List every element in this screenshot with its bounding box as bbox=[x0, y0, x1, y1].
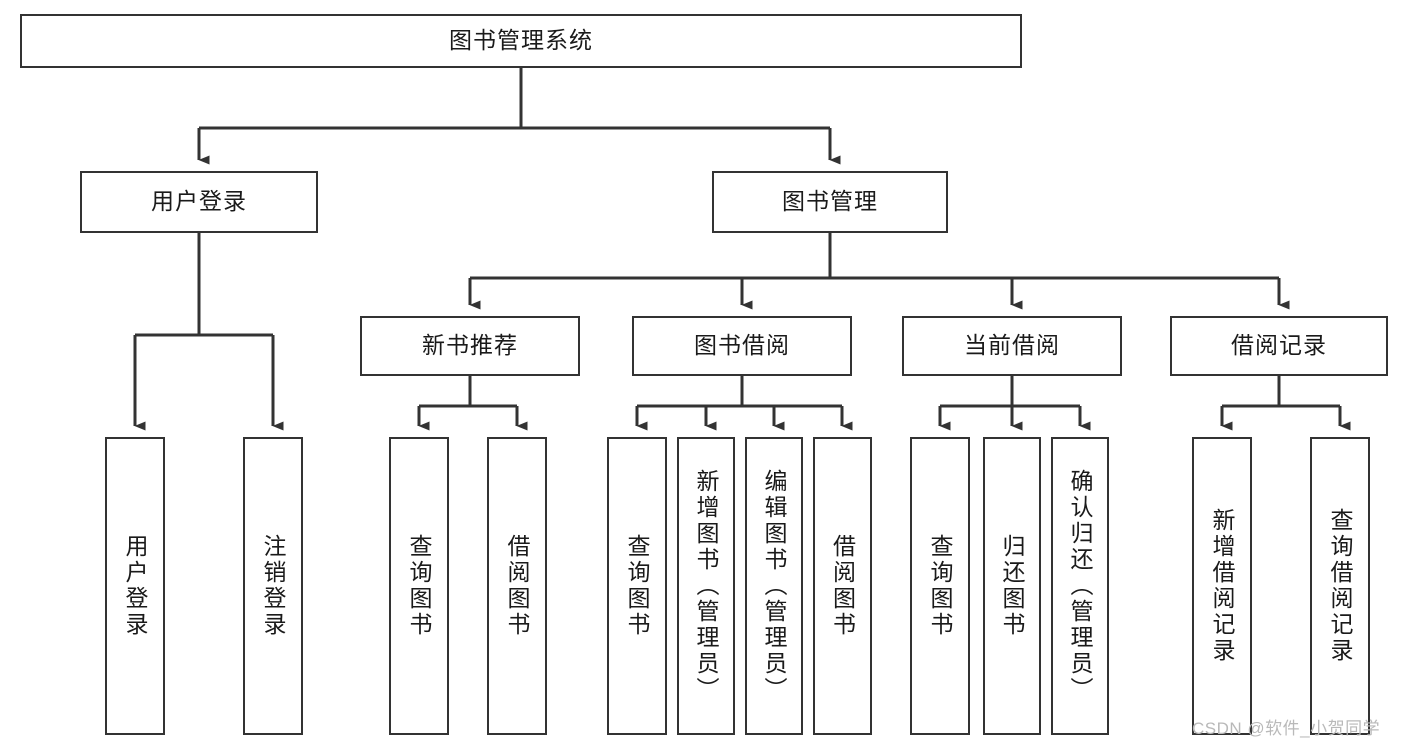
leaf-leaf-edit-book[interactable]: 编辑图书（管理员） bbox=[745, 437, 803, 735]
leaf-leaf-confirm-return[interactable]: 确认归还（管理员） bbox=[1051, 437, 1109, 735]
leaf-leaf-query-record[interactable]: 查询借阅记录 bbox=[1310, 437, 1370, 735]
node-label: 当前借阅 bbox=[964, 332, 1060, 359]
node-label: 图书借阅 bbox=[694, 332, 790, 359]
node-new-book-recommend[interactable]: 新书推荐 bbox=[360, 316, 580, 376]
node-book-borrow[interactable]: 图书借阅 bbox=[632, 316, 852, 376]
leaf-leaf-borrow-book-1[interactable]: 借阅图书 bbox=[487, 437, 547, 735]
node-label: 查询图书 bbox=[406, 534, 432, 638]
node-label: 借阅图书 bbox=[504, 534, 530, 638]
leaf-leaf-logout[interactable]: 注销登录 bbox=[243, 437, 303, 735]
node-label: 借阅图书 bbox=[829, 534, 856, 638]
leaf-leaf-borrow-book-2[interactable]: 借阅图书 bbox=[813, 437, 872, 735]
node-label: 确认归还（管理员） bbox=[1067, 469, 1093, 703]
leaf-leaf-add-record[interactable]: 新增借阅记录 bbox=[1192, 437, 1252, 735]
node-book-management[interactable]: 图书管理 bbox=[712, 171, 948, 233]
node-label: 查询借阅记录 bbox=[1327, 508, 1353, 664]
leaf-leaf-query-book-3[interactable]: 查询图书 bbox=[910, 437, 970, 735]
node-label: 新书推荐 bbox=[422, 332, 518, 359]
node-label: 图书管理 bbox=[782, 188, 878, 215]
node-label: 图书管理系统 bbox=[449, 27, 593, 54]
node-label: 查询图书 bbox=[927, 534, 953, 638]
node-label: 归还图书 bbox=[999, 534, 1025, 638]
leaf-leaf-return-book[interactable]: 归还图书 bbox=[983, 437, 1041, 735]
leaf-leaf-query-book-2[interactable]: 查询图书 bbox=[607, 437, 667, 735]
node-current-borrow[interactable]: 当前借阅 bbox=[902, 316, 1122, 376]
node-label: 用户登录 bbox=[122, 534, 148, 638]
node-label: 查询图书 bbox=[624, 534, 650, 638]
node-root[interactable]: 图书管理系统 bbox=[20, 14, 1022, 68]
node-label: 新增图书（管理员） bbox=[693, 469, 719, 703]
node-borrow-record[interactable]: 借阅记录 bbox=[1170, 316, 1388, 376]
node-label: 用户登录 bbox=[151, 188, 247, 215]
node-label: 新增借阅记录 bbox=[1209, 508, 1235, 664]
leaf-leaf-user-login[interactable]: 用户登录 bbox=[105, 437, 165, 735]
node-label: 编辑图书（管理员） bbox=[761, 469, 787, 703]
node-label: 注销登录 bbox=[260, 534, 286, 638]
leaf-leaf-query-book-1[interactable]: 查询图书 bbox=[389, 437, 449, 735]
node-label: 借阅记录 bbox=[1231, 332, 1327, 359]
node-user-login[interactable]: 用户登录 bbox=[80, 171, 318, 233]
leaf-leaf-add-book[interactable]: 新增图书（管理员） bbox=[677, 437, 735, 735]
